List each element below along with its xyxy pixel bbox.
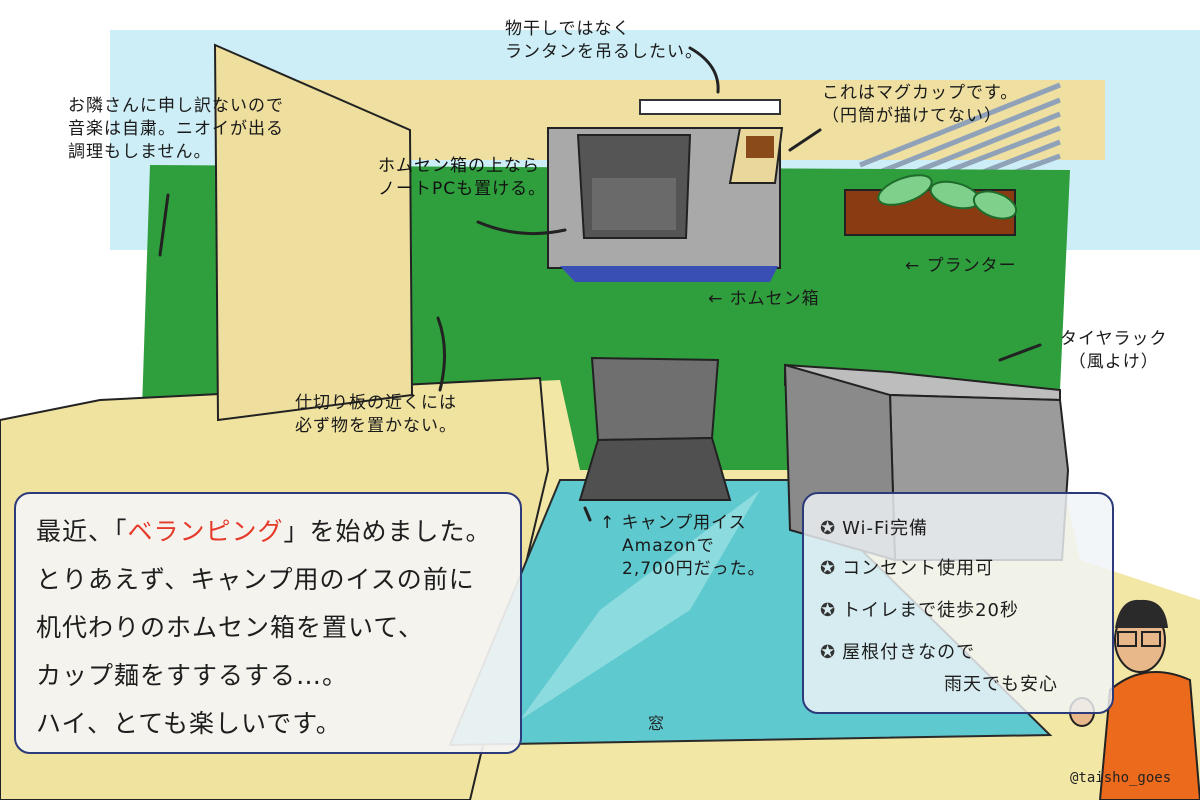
feature-item: ✪Wi-Fi完備 xyxy=(820,514,928,540)
star-icon: ✪ xyxy=(820,518,837,539)
note-neighbor: お隣さんに申し訳ないので 音楽は自粛。ニオイが出る 調理もしません。 xyxy=(68,95,284,164)
planter-leaves xyxy=(877,174,1018,220)
features-box: ✪Wi-Fi完備 ✪コンセント使用可 ✪トイレまで徒歩20秒 ✪屋根付きなので … xyxy=(802,492,1114,714)
note-planter: ← プランター xyxy=(905,256,1017,276)
laptop-display xyxy=(592,178,676,230)
note-chair: ↑ キャンプ用イス Amazonで 2,700円だった。 xyxy=(600,512,766,581)
note-tire-line: タイヤラック xyxy=(1060,329,1168,349)
star-icon: ✪ xyxy=(820,642,837,663)
main-line-1: 最近、「ベランピング」を始めました。 xyxy=(36,512,492,548)
feature-label: トイレまで徒歩20秒 xyxy=(842,600,1019,621)
note-lantern-line: 物干しではなく xyxy=(505,19,631,39)
feature-item-cont: 雨天でも安心 xyxy=(944,674,1058,695)
annotation-arrows xyxy=(158,46,1042,522)
main-line-5: ハイ、とても楽しいです。 xyxy=(36,709,342,738)
main-line-3: 机代わりのホムセン箱を置いて、 xyxy=(36,613,425,642)
note-tire-line: （風よけ） xyxy=(1068,351,1159,372)
note-chair-line: ↑ キャンプ用イス xyxy=(600,513,747,533)
note-partition: 仕切り板の近くには 必ず物を置かない。 xyxy=(295,392,457,438)
homesen-box-base xyxy=(560,266,778,282)
note-mug: これはマグカップです。 （円筒が描けてない） xyxy=(822,82,1018,128)
main-line-2: とりあえず、キャンプ用のイスの前に xyxy=(36,565,475,594)
note-laptop-line: ホムセン箱の上なら xyxy=(378,156,540,176)
window-glare xyxy=(520,490,760,720)
note-neighbor-line: 調理もしません。 xyxy=(68,141,212,162)
main-line-1-pre: 最近、「 xyxy=(36,517,128,546)
note-laptop-line: ノートPCも置ける。 xyxy=(378,178,547,199)
note-neighbor-line: 音楽は自粛。ニオイが出る xyxy=(68,118,284,139)
note-laptop: ホムセン箱の上なら ノートPCも置ける。 xyxy=(378,155,546,201)
mug-inside xyxy=(746,136,774,158)
author-avatar xyxy=(1069,599,1200,800)
note-tire-rack: タイヤラック （風よけ） xyxy=(1060,328,1168,374)
feature-item: ✪屋根付きなので xyxy=(820,638,975,664)
feature-label: Wi-Fi完備 xyxy=(842,518,929,539)
feature-item: ✪トイレまで徒歩20秒 xyxy=(820,596,1019,622)
note-lantern-line: ランタンを吊るしたい。 xyxy=(505,41,703,62)
note-homesen: ← ホムセン箱 xyxy=(708,289,820,309)
note-chair-line: Amazonで xyxy=(622,535,715,556)
main-line-1-post: 」を始めました。 xyxy=(283,517,492,546)
note-mug-line: これはマグカップです。 xyxy=(822,83,1019,103)
note-lantern: 物干しではなく ランタンを吊るしたい。 xyxy=(505,18,703,64)
note-partition-line: 必ず物を置かない。 xyxy=(295,415,457,436)
author-credit: @taisho_goes xyxy=(1070,770,1172,786)
partition-board xyxy=(213,43,414,422)
note-partition-line: 仕切り板の近くには xyxy=(295,393,457,413)
star-icon: ✪ xyxy=(820,558,837,579)
highlight-verandaping: ベランピング xyxy=(127,517,284,546)
feature-item: ✪コンセント使用可 xyxy=(820,554,994,580)
main-line-4: カップ麺をすするする…。 xyxy=(36,661,349,690)
note-chair-line: 2,700円だった。 xyxy=(622,558,766,579)
note-neighbor-line: お隣さんに申し訳ないので xyxy=(68,96,284,116)
feature-label: 屋根付きなので xyxy=(842,642,976,663)
camp-chair-seat xyxy=(578,436,732,501)
window-label: 窓 xyxy=(648,714,665,733)
feature-label: コンセント使用可 xyxy=(842,558,995,579)
lantern-rail xyxy=(639,99,781,115)
camp-chair-back xyxy=(590,356,720,442)
note-mug-line: （円筒が描けてない） xyxy=(822,105,1002,126)
star-icon: ✪ xyxy=(820,600,837,621)
main-text-box: 最近、「ベランピング」を始めました。 とりあえず、キャンプ用のイスの前に 机代わ… xyxy=(14,492,522,754)
